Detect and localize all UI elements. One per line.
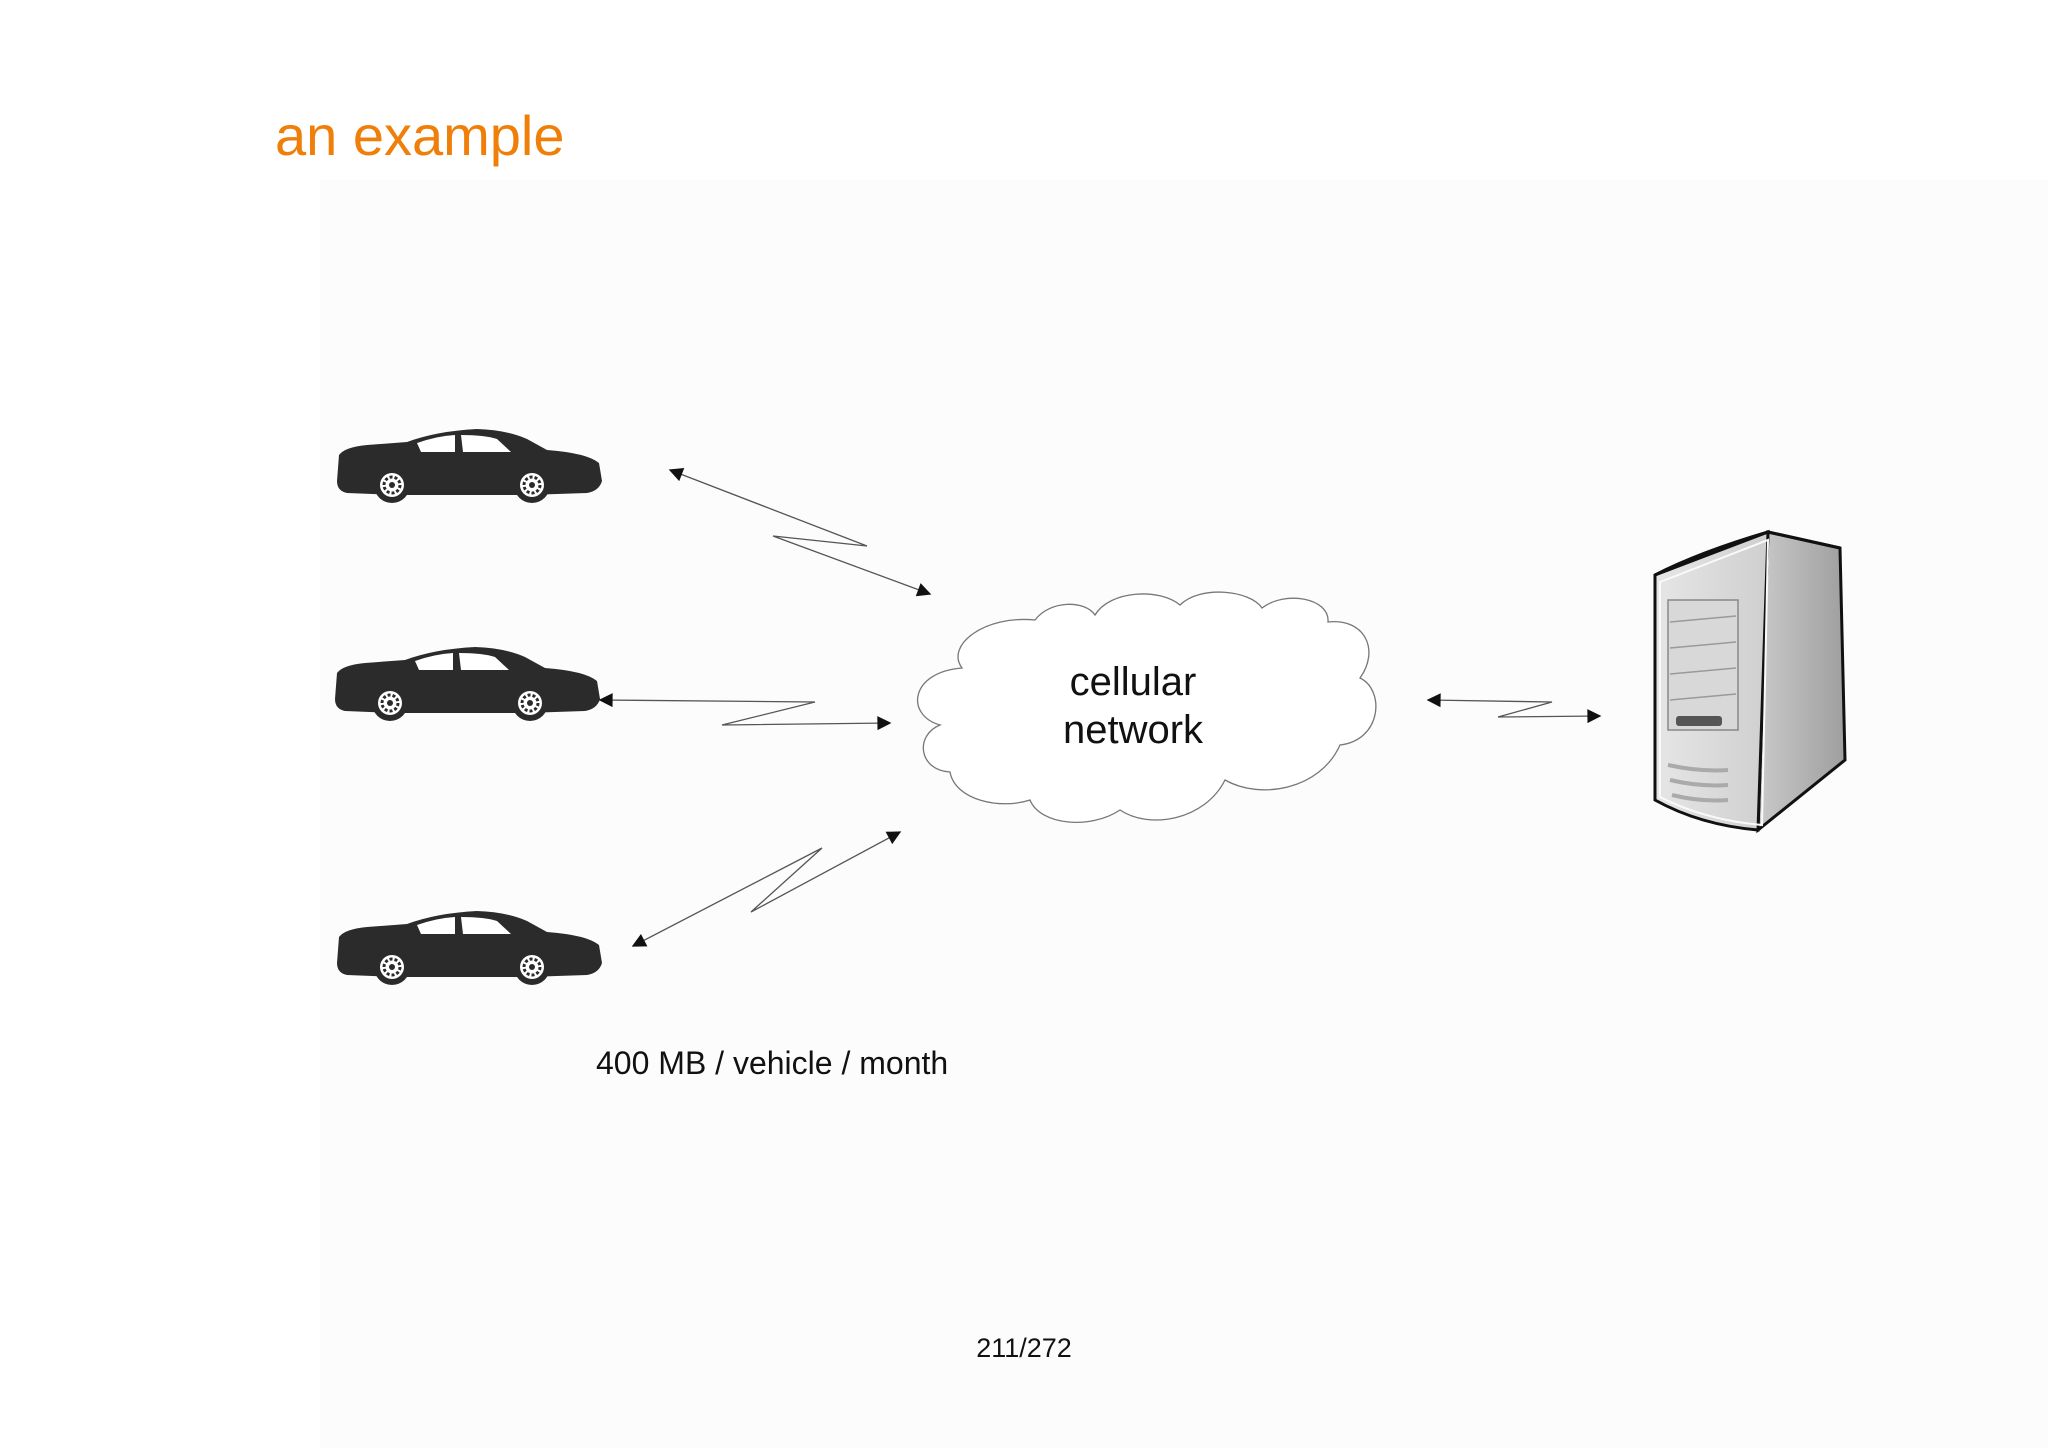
car-icon [335, 427, 604, 505]
wireless-link-vehicle-1 [668, 468, 932, 597]
car-icon [335, 909, 604, 987]
cloud-label-line1: cellular [1070, 660, 1197, 704]
cloud-icon: cellular network [916, 591, 1377, 823]
wireless-link-server [1426, 693, 1602, 724]
data-usage-caption: 400 MB / vehicle / month [596, 1045, 949, 1081]
cloud-label-line2: network [1063, 708, 1204, 752]
car-icon [333, 645, 602, 723]
wireless-link-vehicle-2 [598, 693, 892, 731]
page-number: 211/272 [976, 1333, 1072, 1363]
server-tower-icon [1653, 529, 1847, 834]
wireless-link-vehicle-3 [631, 831, 902, 947]
slide-title: an example [275, 104, 565, 167]
